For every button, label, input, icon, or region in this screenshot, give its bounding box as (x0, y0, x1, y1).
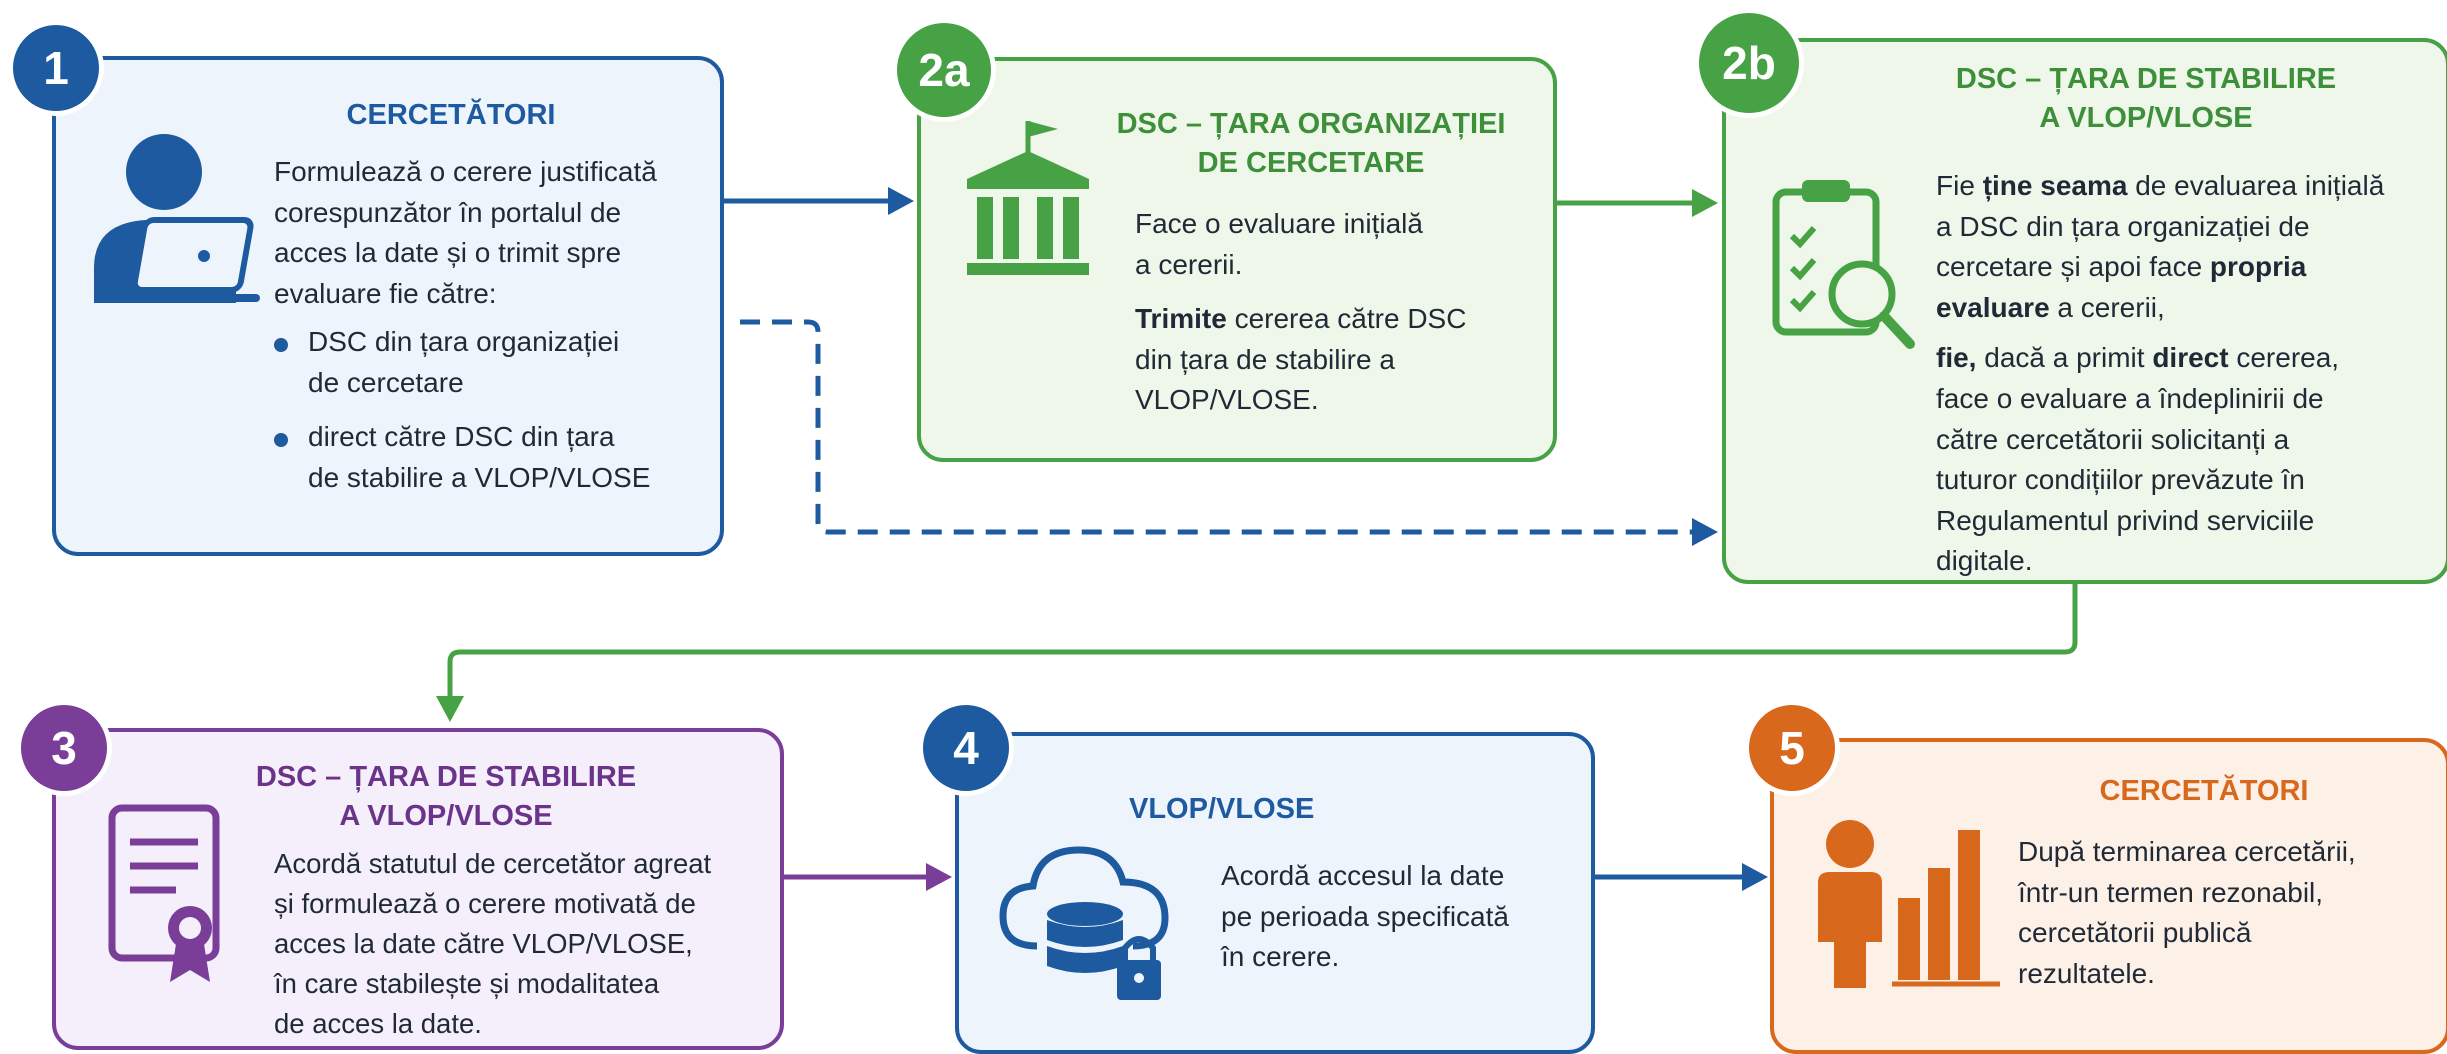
step-3-badge: 3 (16, 700, 112, 796)
step-2b-badge: 2b (1694, 8, 1804, 118)
dashed-arrow-1-to-2b (740, 319, 1694, 535)
step-2b-description: Fie ține seama de evaluarea inițială a D… (1936, 170, 2385, 577)
step-5-title: CERCETĂTORI (2099, 775, 2309, 807)
step-5-badge: 5 (1744, 700, 1840, 796)
institution-building-icon (967, 121, 1089, 275)
cloud-database-lock-icon (999, 846, 1169, 1000)
arrowhead-2a-to-2b (1692, 189, 1718, 217)
step-5-box: CERCETĂTORI După terminarea cercetării, … (1770, 738, 2447, 1054)
arrowhead-1-to-2a (888, 187, 914, 215)
step-5-description: După terminarea cercetării, într-un term… (2018, 836, 2356, 989)
step-4-title: VLOP/VLOSE (1129, 793, 1315, 825)
step-3-description: Acordă statutul de cercetător agreat și … (274, 848, 712, 1039)
step-1-box: CERCETĂTORI Formulează o cerere justific… (52, 56, 724, 556)
arrow-2b-to-3 (447, 584, 2078, 700)
researcher-laptop-icon (94, 134, 260, 303)
clipboard-checklist-search-icon (1772, 180, 1915, 349)
step-2a-description: Face o evaluare inițială a cererii. Trim… (1135, 208, 1467, 416)
arrowhead-3-to-4 (926, 863, 952, 891)
step-2a-box: DSC – ȚARA ORGANIZAȚIEI DE CERCETARE Fac… (917, 57, 1557, 462)
step-2b-title: DSC – ȚARA DE STABILIRE A VLOP/VLOSE (1955, 63, 2337, 135)
step-4-box: VLOP/VLOSE Acordă accesul la date pe per… (955, 732, 1595, 1054)
person-bar-chart-icon (1818, 820, 2000, 988)
step-2b-box: DSC – ȚARA DE STABILIRE A VLOP/VLOSE Fie… (1722, 38, 2447, 584)
arrowhead-4-to-5 (1742, 863, 1768, 891)
step-2a-title: DSC – ȚARA ORGANIZAȚIEI DE CERCETARE (1116, 108, 1506, 180)
step-3-title: DSC – ȚARA DE STABILIRE A VLOP/VLOSE (255, 761, 637, 833)
arrowhead-dashed (1692, 518, 1718, 546)
step-3-box: DSC – ȚARA DE STABILIRE A VLOP/VLOSE Aco… (52, 728, 784, 1050)
step-1-title: CERCETĂTORI (346, 99, 556, 131)
certificate-document-icon (108, 804, 220, 982)
step-2a-badge: 2a (892, 18, 996, 122)
step-4-badge: 4 (918, 700, 1014, 796)
step-4-description: Acordă accesul la date pe perioada speci… (1221, 860, 1509, 973)
arrowhead-2b-to-3 (436, 696, 464, 722)
step-1-badge: 1 (8, 20, 104, 116)
step-1-description: Formulează o cerere justificată corespun… (274, 156, 657, 309)
